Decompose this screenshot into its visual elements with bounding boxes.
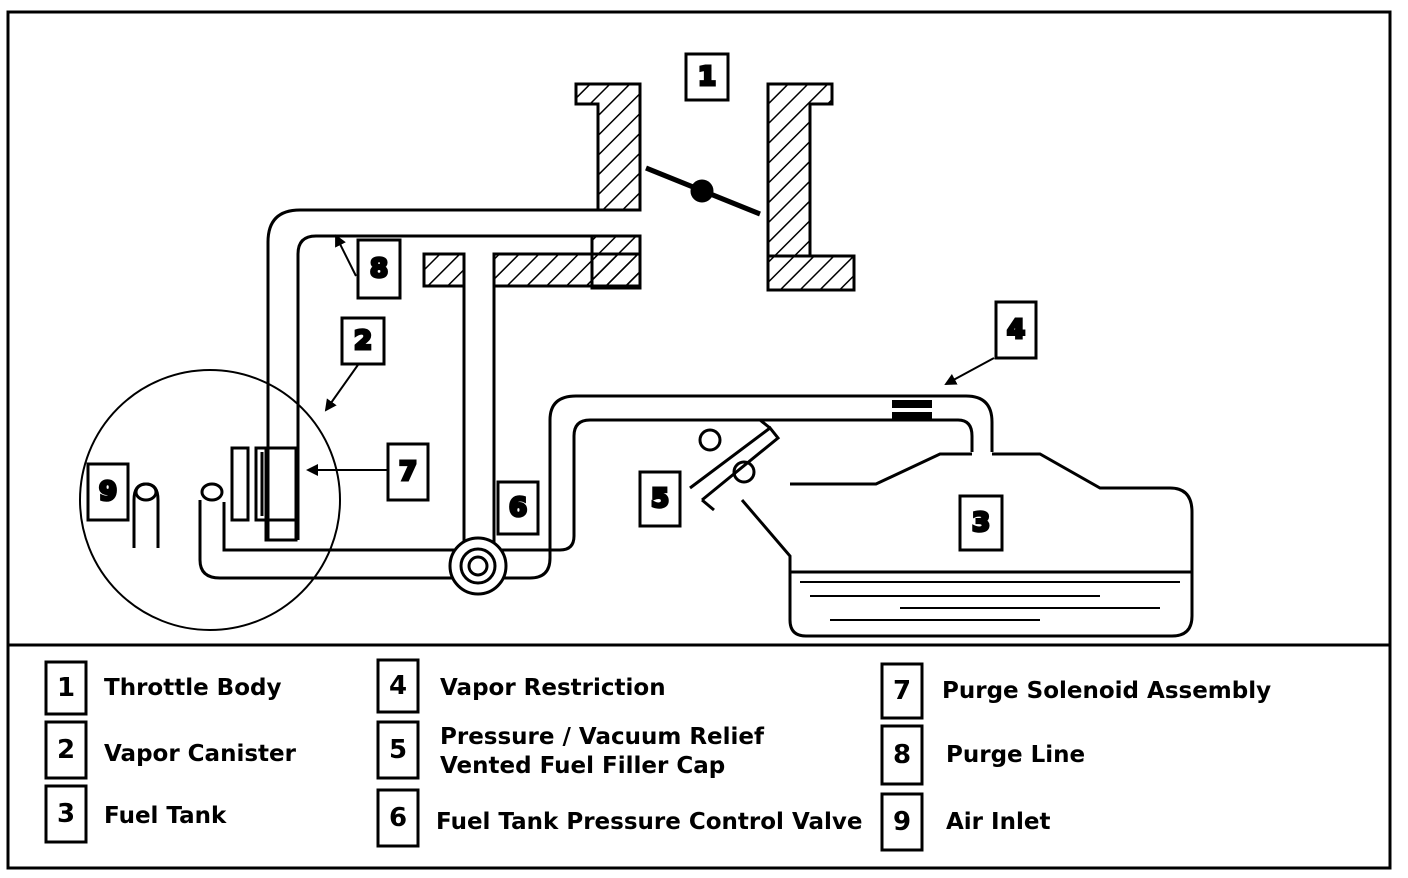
svg-text:5: 5 <box>651 484 669 514</box>
tank-pressure-line <box>198 286 994 580</box>
svg-text:7: 7 <box>399 457 417 487</box>
legend-number-2: 2 <box>57 735 75 765</box>
svg-text:9: 9 <box>99 477 117 507</box>
legend-label-pressure-control-valve: Fuel Tank Pressure Control Valve <box>436 809 862 835</box>
callout-5: 5 <box>638 470 682 528</box>
fuel-tank <box>740 452 1194 638</box>
svg-text:8: 8 <box>370 254 388 284</box>
svg-text:3: 3 <box>972 508 990 538</box>
legend-number-5: 5 <box>389 735 407 765</box>
legend-box-1 <box>44 660 88 716</box>
legend-box-5 <box>376 720 420 780</box>
legend-box-8 <box>880 724 924 786</box>
fuel-filler-cap <box>689 418 781 512</box>
legend-label-throttle-body: Throttle Body <box>104 675 281 701</box>
legend-number-7: 7 <box>893 676 911 706</box>
legend-label-relief-cap-line2: Vented Fuel Filler Cap <box>440 753 725 779</box>
legend-number-8: 8 <box>893 740 911 770</box>
legend-label-relief-cap-line1: Pressure / Vacuum Relief <box>440 724 765 750</box>
legend-label-vapor-restriction: Vapor Restriction <box>440 675 666 701</box>
legend-box-3 <box>44 784 88 844</box>
legend-number-9: 9 <box>893 807 911 837</box>
legend-box-4 <box>376 658 420 714</box>
legend-box-6 <box>376 788 420 848</box>
svg-text:4: 4 <box>1007 315 1025 345</box>
purge-line <box>266 208 598 540</box>
callout-8: 8 <box>356 238 402 300</box>
legend-box-9 <box>880 792 924 852</box>
svg-text:2: 2 <box>354 326 372 356</box>
callout-7: 7 <box>386 442 430 502</box>
callout-2: 2 <box>340 316 386 366</box>
pressure-control-valve <box>448 536 508 596</box>
svg-text:6: 6 <box>509 493 527 523</box>
legend-number-6: 6 <box>389 803 407 833</box>
vapor-canister <box>79 369 341 631</box>
throttle-body <box>422 82 856 292</box>
legend-number-3: 3 <box>57 799 75 829</box>
legend-number-4: 4 <box>389 671 407 701</box>
legend: 1 2 3 4 5 6 7 8 9 Throttle Body Vapor Ca… <box>44 658 1271 852</box>
legend-label-purge-line: Purge Line <box>946 742 1085 768</box>
legend-box-2 <box>44 720 88 780</box>
leader-lines <box>306 234 995 476</box>
legend-label-purge-solenoid: Purge Solenoid Assembly <box>942 678 1271 704</box>
callout-6: 6 <box>496 480 540 536</box>
legend-number-1: 1 <box>57 673 75 703</box>
legend-label-vapor-canister: Vapor Canister <box>104 741 297 767</box>
legend-box-7 <box>880 662 924 720</box>
callout-4: 4 <box>994 300 1038 360</box>
legend-label-fuel-tank: Fuel Tank <box>104 803 227 829</box>
vapor-restriction <box>892 400 932 420</box>
callout-3: 3 <box>958 494 1004 552</box>
svg-text:1: 1 <box>698 62 716 92</box>
callout-9: 9 <box>86 462 130 522</box>
outer-frame <box>6 10 1392 870</box>
legend-label-air-inlet: Air Inlet <box>946 809 1050 835</box>
callout-1: 1 <box>684 52 730 102</box>
